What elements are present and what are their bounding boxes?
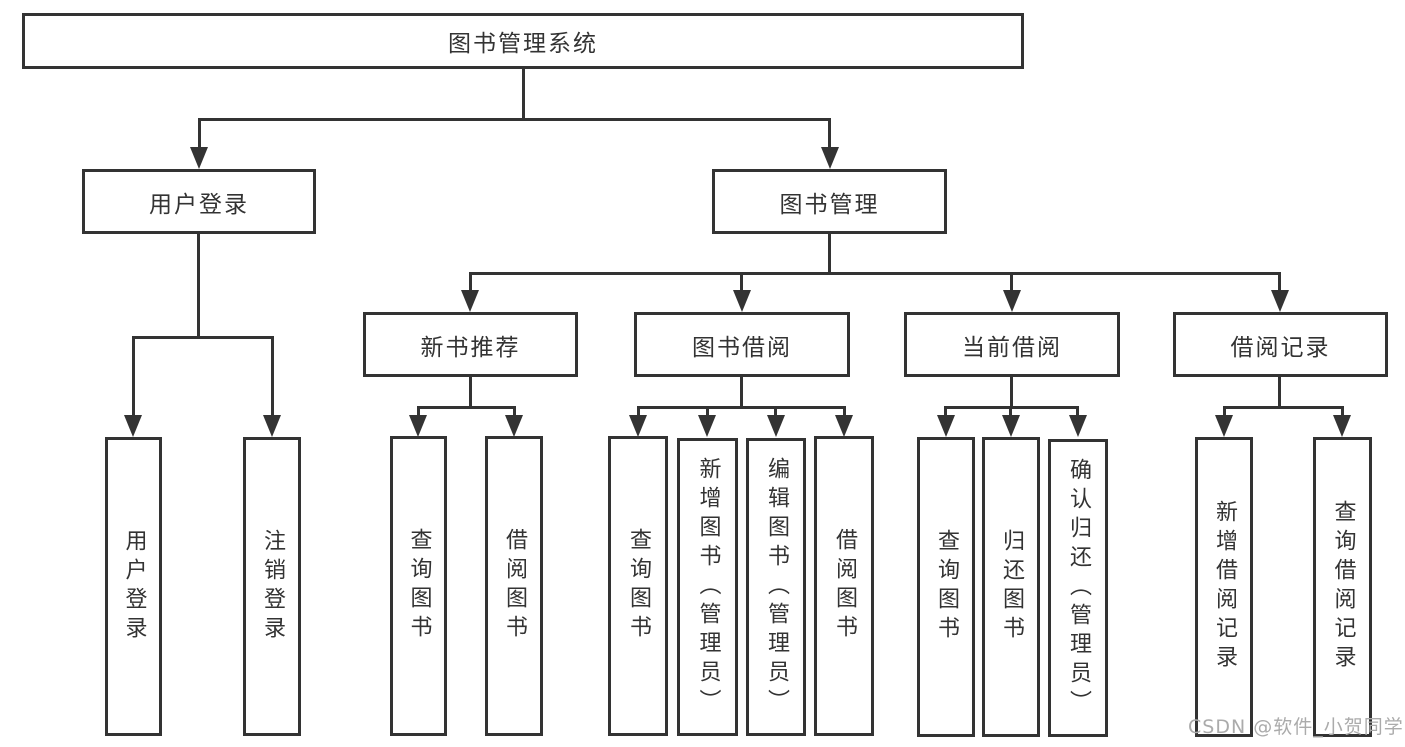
connector-arrow-down bbox=[263, 415, 281, 437]
node-borrow-records: 借阅记录 bbox=[1173, 312, 1388, 377]
connector-vline bbox=[469, 272, 472, 293]
node-label: 查询图书 bbox=[626, 528, 651, 644]
leaf-logout: 注销登录 bbox=[243, 437, 301, 736]
node-label: 图书管理系统 bbox=[448, 31, 598, 57]
connector-vline bbox=[843, 406, 846, 418]
connector-vline bbox=[1341, 406, 1344, 418]
node-label: 用户登录 bbox=[121, 528, 147, 645]
connector-vline bbox=[469, 377, 472, 408]
connector-arrow-down bbox=[1333, 415, 1351, 437]
leaf-add-books-admin: 新增图书（管理员） bbox=[677, 438, 738, 736]
connector-arrow-down bbox=[835, 415, 853, 437]
connector-hline bbox=[1223, 406, 1344, 409]
leaf-confirm-return-admin: 确认归还（管理员） bbox=[1048, 439, 1108, 737]
connector-vline bbox=[774, 406, 777, 418]
node-book-borrow: 图书借阅 bbox=[634, 312, 850, 377]
node-root-library-system: 图书管理系统 bbox=[22, 13, 1024, 69]
node-label: 借阅记录 bbox=[1230, 334, 1331, 361]
connector-arrow-down bbox=[629, 415, 647, 437]
connector-arrow-down bbox=[767, 415, 785, 437]
node-label: 新增借阅记录 bbox=[1212, 500, 1237, 674]
node-label: 借阅图书 bbox=[502, 528, 527, 644]
connector-vline bbox=[271, 336, 274, 418]
connector-arrow-down bbox=[1003, 290, 1021, 312]
node-label: 注销登录 bbox=[260, 528, 285, 645]
connector-vline bbox=[1278, 377, 1281, 408]
node-label: 查询借阅记录 bbox=[1330, 500, 1356, 674]
connector-vline bbox=[1009, 406, 1012, 418]
connector-hline bbox=[417, 406, 516, 409]
connector-arrow-down bbox=[1002, 415, 1020, 437]
connector-arrow-down bbox=[461, 290, 479, 312]
connector-vline bbox=[417, 406, 420, 418]
leaf-query-borrow-record: 查询借阅记录 bbox=[1313, 437, 1372, 737]
connector-vline bbox=[1076, 406, 1079, 418]
connector-arrow-down bbox=[409, 415, 427, 437]
connector-vline bbox=[740, 272, 743, 293]
connector-hline bbox=[469, 272, 1281, 275]
connector-vline bbox=[1010, 377, 1013, 408]
connector-arrow-down bbox=[505, 415, 523, 437]
node-label: 图书管理 bbox=[779, 191, 880, 218]
leaf-user-login: 用户登录 bbox=[105, 437, 162, 736]
leaf-query-books-2: 查询图书 bbox=[608, 436, 668, 736]
connector-vline bbox=[522, 69, 525, 118]
connector-vline bbox=[513, 406, 516, 418]
connector-vline bbox=[1010, 272, 1013, 293]
node-label: 查询图书 bbox=[406, 528, 432, 644]
leaf-return-books: 归还图书 bbox=[982, 437, 1040, 737]
connector-arrow-down bbox=[733, 290, 751, 312]
connector-vline bbox=[828, 234, 831, 275]
node-book-management: 图书管理 bbox=[712, 169, 947, 234]
connector-arrow-down bbox=[698, 415, 716, 437]
connector-vline bbox=[197, 234, 200, 337]
node-label: 确认归还（管理员） bbox=[1066, 457, 1091, 719]
node-label: 图书借阅 bbox=[692, 334, 792, 361]
connector-vline bbox=[828, 118, 831, 149]
connector-arrow-down bbox=[190, 147, 208, 169]
leaf-edit-books-admin: 编辑图书（管理员） bbox=[746, 438, 806, 736]
leaf-add-borrow-record: 新增借阅记录 bbox=[1195, 437, 1253, 737]
connector-arrow-down bbox=[1271, 290, 1289, 312]
connector-vline bbox=[740, 377, 743, 408]
connector-vline bbox=[1278, 272, 1281, 293]
leaf-query-books-1: 查询图书 bbox=[390, 436, 447, 736]
node-label: 查询图书 bbox=[934, 529, 959, 645]
connector-hline bbox=[637, 406, 845, 409]
node-label: 借阅图书 bbox=[832, 528, 857, 644]
connector-vline bbox=[637, 406, 640, 418]
node-label: 编辑图书（管理员） bbox=[764, 456, 789, 718]
connector-arrow-down bbox=[1215, 415, 1233, 437]
connector-vline bbox=[1223, 406, 1226, 418]
node-label: 归还图书 bbox=[999, 529, 1024, 645]
connector-arrow-down bbox=[937, 415, 955, 437]
connector-vline bbox=[944, 406, 947, 418]
connector-vline bbox=[706, 406, 709, 418]
connector-arrow-down bbox=[821, 147, 839, 169]
node-label: 用户登录 bbox=[149, 191, 249, 218]
node-label: 当前借阅 bbox=[962, 334, 1062, 361]
connector-vline bbox=[198, 118, 201, 149]
connector-hline bbox=[198, 118, 831, 121]
node-label: 新增图书（管理员） bbox=[695, 456, 721, 718]
leaf-borrow-books-1: 借阅图书 bbox=[485, 436, 543, 736]
connector-arrow-down bbox=[124, 415, 142, 437]
connector-hline bbox=[132, 336, 274, 339]
leaf-query-books-3: 查询图书 bbox=[917, 437, 975, 737]
node-new-book-recommend: 新书推荐 bbox=[363, 312, 578, 377]
node-label: 新书推荐 bbox=[420, 334, 521, 361]
connector-vline bbox=[132, 336, 135, 418]
node-current-borrow: 当前借阅 bbox=[904, 312, 1120, 377]
leaf-borrow-books-2: 借阅图书 bbox=[814, 436, 874, 736]
node-user-login: 用户登录 bbox=[82, 169, 316, 234]
connector-arrow-down bbox=[1069, 415, 1087, 437]
